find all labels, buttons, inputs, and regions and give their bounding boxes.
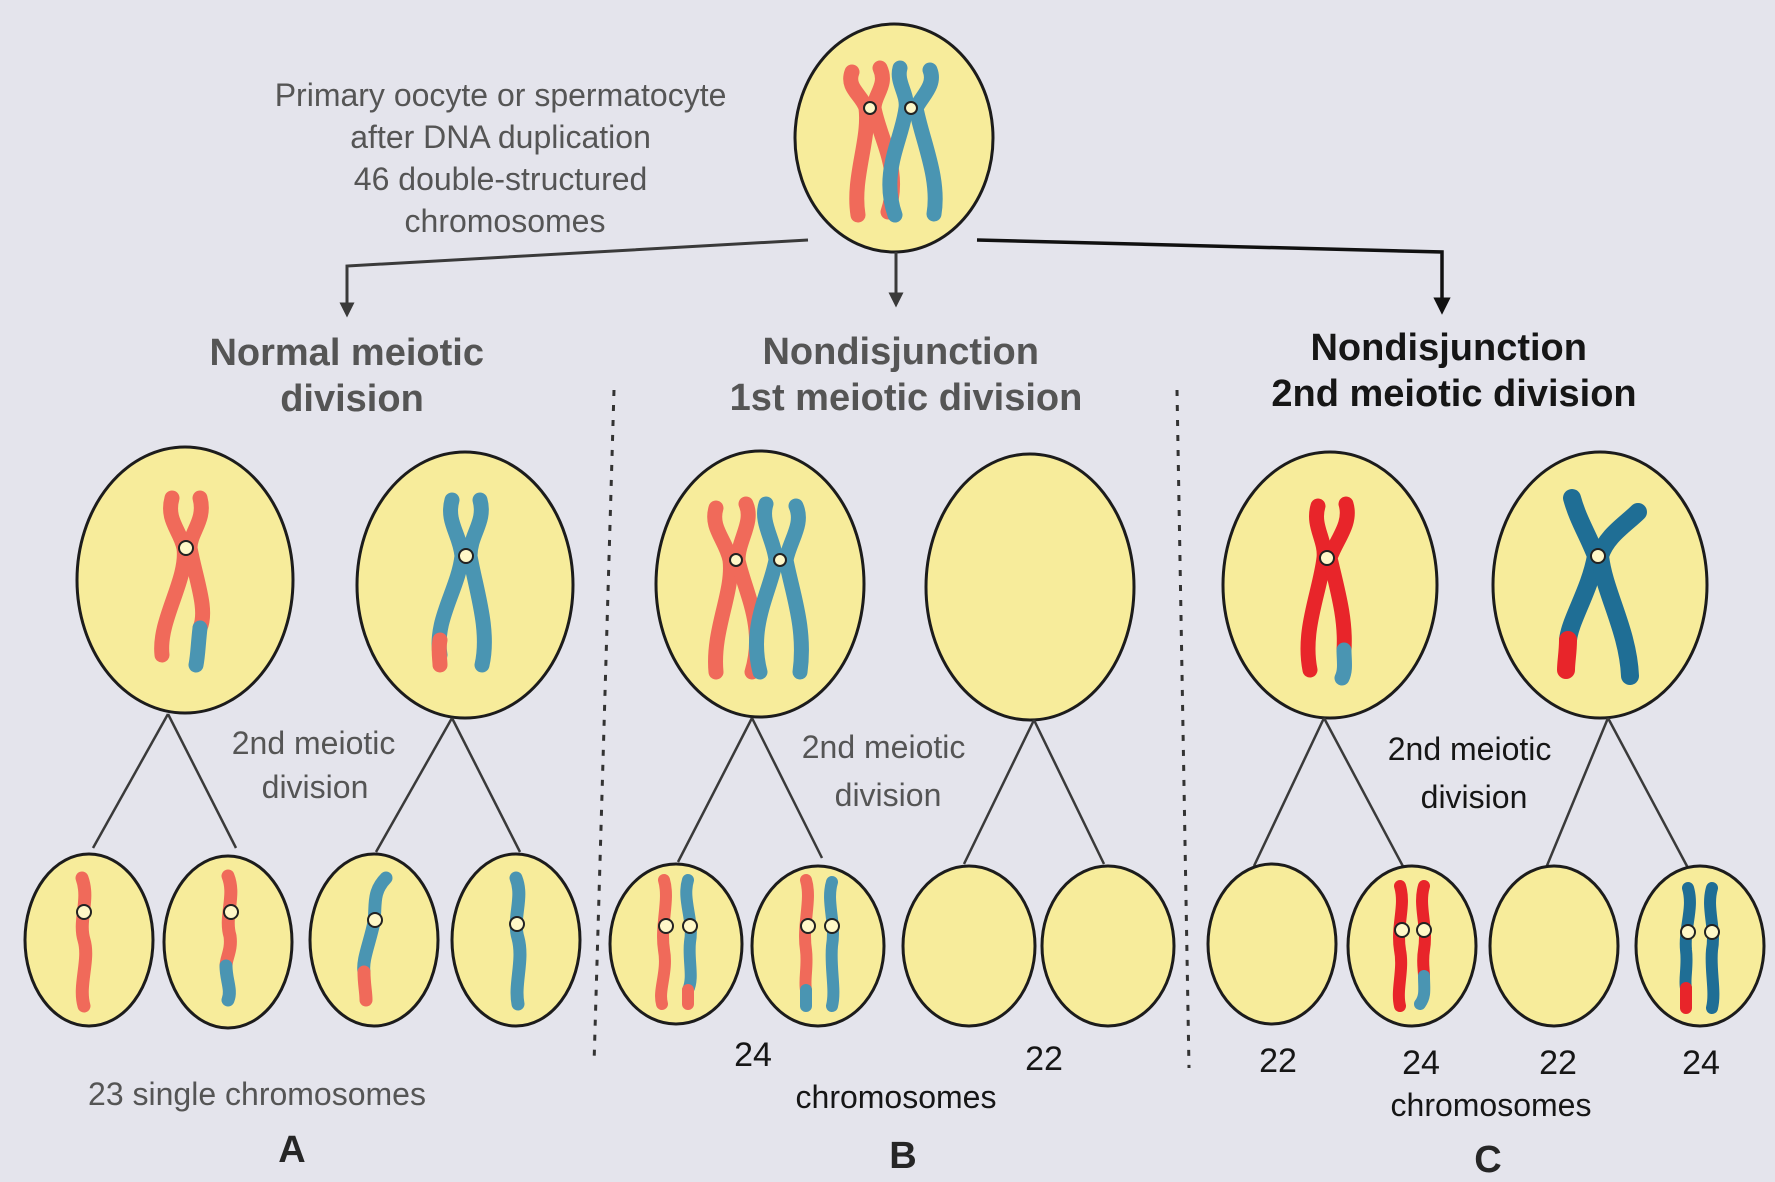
gamete-cell — [1042, 866, 1174, 1026]
division-line — [168, 714, 236, 848]
centromere — [864, 102, 876, 114]
chromatid-maternal — [661, 880, 666, 1004]
source-description: Primary oocyte or spermatocyte after DNA… — [275, 77, 736, 239]
centromere — [1591, 549, 1605, 563]
chromatid-crossover — [439, 640, 440, 665]
centromere — [1417, 923, 1431, 937]
secondary-cell — [926, 454, 1134, 720]
panel-letter: B — [889, 1135, 916, 1177]
panel-letter: C — [1474, 1139, 1501, 1181]
centromere — [659, 919, 673, 933]
chromosome-count: 24 — [734, 1036, 772, 1074]
arrow-to-panel-c — [977, 240, 1442, 306]
division-line — [1254, 718, 1324, 866]
panel-heading: Normal meiotic division — [209, 332, 494, 420]
gamete-cell — [1490, 866, 1618, 1026]
panel-heading: Nondisjunction 2nd meiotic division — [1271, 327, 1636, 415]
chromosome-count: 22 — [1539, 1044, 1577, 1082]
chromatid-maternal — [82, 878, 86, 1006]
panel-heading: Nondisjunction 1st meiotic division — [730, 331, 1083, 419]
centromere — [224, 905, 238, 919]
division-line — [93, 714, 168, 848]
chromatid-paternal — [830, 882, 833, 1006]
chromatid-paternal — [1710, 888, 1713, 1008]
centromere — [179, 541, 193, 555]
gamete-cell — [1208, 864, 1336, 1024]
centromere — [1320, 551, 1334, 565]
chromatid-maternal — [364, 972, 366, 1000]
centromere — [825, 919, 839, 933]
chromatid-maternal — [1399, 886, 1402, 1006]
secondary-cell — [357, 452, 573, 718]
count-label: 23 single chromosomes — [88, 1076, 426, 1112]
chromatid-paternal — [226, 966, 229, 1000]
chromosome-count: 24 — [1402, 1044, 1440, 1082]
gamete-cell — [1348, 866, 1476, 1026]
count-word: chromosomes — [796, 1079, 997, 1115]
chromatid-paternal — [1420, 976, 1424, 1004]
arrow-to-panel-a — [347, 240, 808, 310]
division-line — [1034, 720, 1104, 864]
panel-nondisjunction-second: Nondisjunction 2nd meiotic division 2nd … — [1208, 327, 1764, 1181]
gamete-cell — [903, 866, 1035, 1026]
division-label: 2nd meiotic division — [232, 725, 405, 805]
division-line — [678, 718, 752, 862]
chromatid-paternal — [686, 880, 691, 990]
chromatid-crossover — [196, 628, 200, 665]
centromere — [774, 554, 786, 566]
centromere — [1705, 925, 1719, 939]
count-word: chromosomes — [1391, 1087, 1592, 1123]
centromere — [1681, 925, 1695, 939]
chromosome-count: 22 — [1025, 1040, 1063, 1078]
centromere — [459, 549, 473, 563]
gamete-cell — [610, 864, 742, 1024]
centromere — [905, 102, 917, 114]
chromatid-maternal — [805, 880, 808, 990]
chromatid-maternal — [226, 876, 231, 966]
panel-nondisjunction-first: Nondisjunction 1st meiotic division 2nd … — [610, 331, 1174, 1177]
chromosome-count: 24 — [1682, 1044, 1720, 1082]
division-line — [452, 718, 520, 852]
centromere — [1395, 923, 1409, 937]
chromosome-count: 22 — [1259, 1042, 1297, 1080]
division-label: 2nd meiotic division — [1388, 731, 1561, 815]
centromere — [683, 919, 697, 933]
centromere — [510, 917, 524, 931]
gamete-cell — [752, 866, 884, 1026]
source-cell-group: Primary oocyte or spermatocyte after DNA… — [275, 24, 993, 252]
division-line — [964, 720, 1034, 864]
panel-letter: A — [278, 1129, 305, 1171]
centromere — [77, 905, 91, 919]
chromatid-paternal — [516, 878, 520, 1004]
chromatid-crossover — [1342, 650, 1345, 678]
chromatid-crossover — [1566, 640, 1568, 670]
gamete-cell — [1636, 866, 1764, 1026]
centromere — [368, 913, 382, 927]
centromere — [801, 919, 815, 933]
panel-normal: Normal meiotic division 2nd meiotic divi… — [25, 332, 580, 1171]
centromere — [730, 554, 742, 566]
division-line — [1608, 718, 1688, 868]
panel-divider — [1177, 390, 1189, 1068]
division-label: 2nd meiotic division — [802, 729, 975, 813]
